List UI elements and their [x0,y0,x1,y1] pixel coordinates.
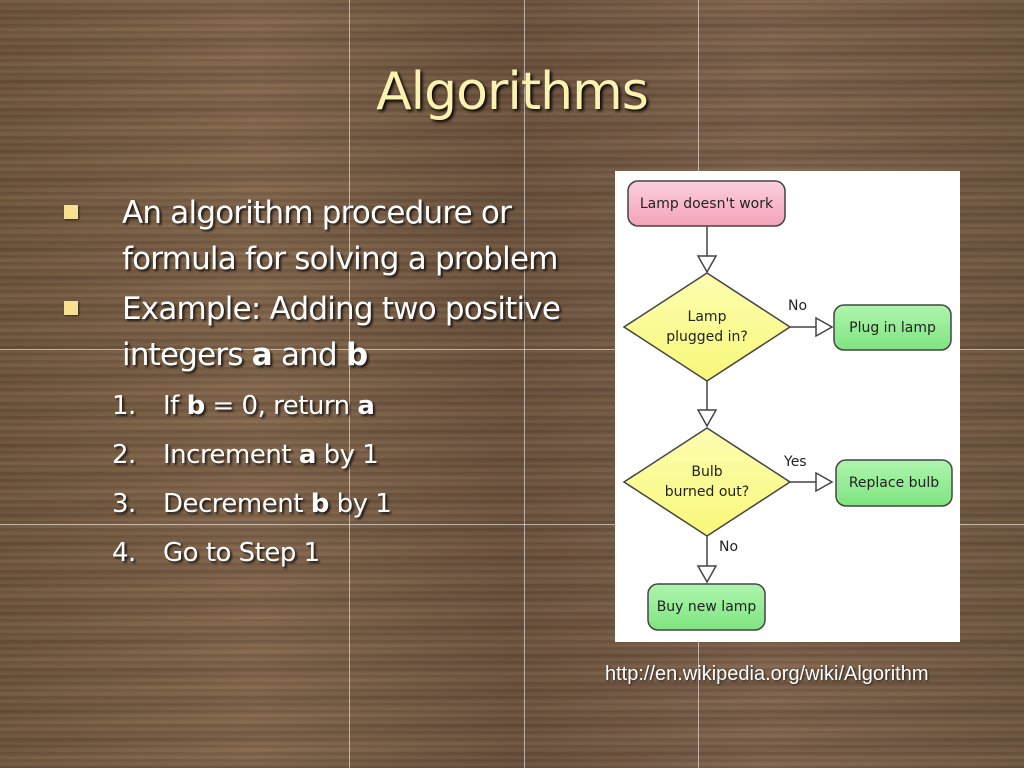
step-number: 4. [112,538,136,568]
flowchart-connectors [706,226,816,567]
arrowhead-icon [696,565,718,584]
step-text: by 1 [328,489,392,519]
grid-line-horizontal-2 [0,524,1024,525]
bullet-text: Example: Adding two positive integers [122,291,561,373]
flowchart-end-node [647,583,766,631]
step-number: 3. [112,489,136,519]
bold-variable-a: a [251,337,273,373]
action2-label: Replace bulb [849,475,939,491]
step-text: by 1 [315,440,379,470]
source-url-link[interactable]: http://en.wikipedia.org/wiki/Algorithm [605,663,929,685]
step-text: Go to Step 1 [163,538,320,568]
step-item: 1. If b = 0, return a [112,382,603,431]
arrowhead-icon [815,316,834,338]
flowchart-arrowheads [696,255,834,584]
square-bullet-icon [64,205,78,219]
grid-line-vertical-1 [349,0,350,768]
action1-label: Plug in lamp [849,320,936,336]
bullet-text: An algorithm procedure or formula for so… [122,195,558,277]
decision1-label-line1: Lamp [688,309,727,325]
bullet-conjunction: and [271,337,346,373]
bullet-item-definition: An algorithm procedure or formula for so… [58,190,603,282]
step-text: Decrement [163,489,311,519]
arrowhead-icon [696,255,718,274]
end-node-label: Buy new lamp [657,599,757,615]
arrowhead-icon [696,409,718,428]
step-number: 1. [112,391,136,421]
bullet-list: An algorithm procedure or formula for so… [58,190,603,578]
step-number: 2. [112,440,136,470]
step-bold-text: b [310,489,330,519]
arrowhead-icon [815,471,834,493]
step-item: 4. Go to Step 1 [112,529,603,578]
step-item: 3. Decrement b by 1 [112,480,603,529]
step-text: If [163,391,187,421]
flowchart-figure: Lamp doesn't work Lamp plugged in? No Pl… [615,171,960,642]
decision2-label-line1: Bulb [691,464,722,480]
grid-line-vertical-2 [524,0,525,768]
step-bold-text: b [186,391,206,421]
flowchart-action-plug-in [833,304,952,351]
flowchart-action-replace-bulb [835,459,953,507]
flowchart-decision-bulb [622,427,792,537]
grid-line-horizontal-1 [0,349,1024,350]
step-item: 2. Increment a by 1 [112,431,603,480]
start-node-label: Lamp doesn't work [640,196,774,212]
branch-label-no: No [719,539,738,555]
step-bold-text: a [357,391,375,421]
slide-title: Algorithms [376,62,649,122]
branch-label-no: No [788,298,807,314]
flowchart-start-node [627,180,786,227]
step-list: 1.If b = 0, return a 2.Increment a by 1 … [58,382,603,578]
flowchart-diagram: Lamp doesn't work Lamp plugged in? No Pl… [622,180,953,631]
step-text: Increment [163,440,299,470]
decision1-label-line2: plugged in? [666,329,748,345]
step-bold-text: a [298,440,317,470]
square-bullet-icon [64,301,78,315]
decision2-label-line2: burned out? [665,484,749,500]
branch-label-yes: Yes [783,454,807,470]
flowchart-decision-plugged-in [622,272,792,382]
bold-variable-b: b [345,337,368,373]
step-text: = 0, return [204,391,358,421]
bullet-item-example: Example: Adding two positive integers a … [58,286,603,378]
